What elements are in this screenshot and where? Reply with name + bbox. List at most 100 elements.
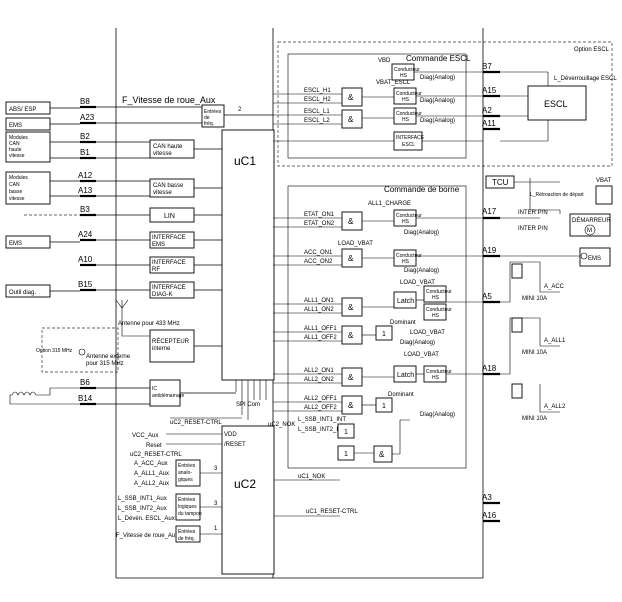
uc2-reset-ctrl-label: uC2_RESET-CTRL — [170, 420, 222, 426]
antenne-433-label: Antenne pour 433 MHz — [118, 321, 180, 327]
ems-right-box — [579, 247, 611, 267]
left-connectors: B8 A23 B2 B1 A12 A13 B3 A24 A10 B15 B6 B… — [9, 97, 96, 406]
uc2-three-a: 3 — [214, 466, 218, 472]
uc2-in-all1: A_ALL1_Aux — [134, 471, 169, 477]
right-connectors: B7 A15 A2 A11 A17 A19 A5 A18 A3 A16 — [482, 62, 500, 523]
escl-diag-2: Diag(Analog) — [420, 98, 455, 104]
all1-charge-label: ALL1_CHARGE — [368, 201, 411, 207]
inter-pn-1: INTER P/N — [518, 210, 548, 216]
pin-a19: A19 — [482, 246, 497, 255]
uc2-one: 1 — [214, 526, 218, 532]
a-all2-label: A_ALL2 — [544, 404, 566, 410]
all1-or-label: 1 — [382, 331, 386, 338]
relay-1 — [511, 263, 523, 279]
escl-l2: ESCL_L2 — [304, 118, 330, 124]
uc2-in-ssb2: L_SSB_INT2_Aux — [118, 506, 167, 512]
load-vbat-4: LOAD_VBAT — [404, 352, 439, 358]
all1-diag: Diag(Analog) — [400, 340, 435, 346]
motor-label: M — [587, 228, 592, 234]
escl-unlock-label: L_Déverrouillage ESCL — [554, 76, 617, 82]
motor-icon — [584, 224, 596, 236]
all2-dominant: Dominant — [388, 392, 414, 398]
load-vbat-1: LOAD_VBAT — [338, 241, 373, 247]
escl-h1: ESCL_H1 — [304, 88, 331, 94]
etat-diag: Diag(Analog) — [404, 230, 439, 236]
acc-and-label: & — [348, 254, 354, 263]
all1-dominant: Dominant — [390, 320, 416, 326]
conn-b14: B14 — [78, 394, 93, 403]
uc2-nok-label: uC2_NOK — [268, 422, 295, 428]
pin-a17: A17 — [482, 207, 497, 216]
uc2-title: uC2 — [234, 477, 256, 491]
ems-label-2: EMS — [9, 241, 22, 247]
mini-2: MINI 10A — [522, 350, 547, 356]
conn-a10: A10 — [78, 255, 93, 264]
module-frame — [115, 28, 484, 579]
uc2-in-acc: A_ACC_Aux — [134, 461, 168, 467]
all1-latch-label: Latch — [397, 298, 414, 305]
pin-a11: A11 — [482, 119, 496, 128]
conn-a24: A24 — [78, 230, 93, 239]
all1-drv — [423, 285, 447, 303]
can-hs-modules-box — [5, 131, 51, 163]
conn-b1: B1 — [80, 148, 90, 157]
acc-on2: ACC_ON2 — [304, 259, 333, 265]
coil-icon — [11, 391, 37, 396]
uc2-vdd: VDD — [224, 432, 237, 438]
ssb-and-label: & — [379, 450, 385, 459]
vbd-label: VBD — [378, 58, 391, 64]
uc1-freq-block — [201, 104, 225, 128]
all2-on2: ALL2_ON2 — [304, 377, 334, 383]
ssb-or-1-label: 1 — [344, 429, 348, 436]
all1-on1: ALL1_ON1 — [304, 298, 334, 304]
escl-h2: ESCL_H2 — [304, 97, 331, 103]
uc2-three-b: 3 — [214, 501, 218, 507]
a-all1-label: A_ALL1 — [544, 338, 566, 344]
mini-1: MINI 10A — [522, 296, 547, 302]
commande-escl-title: Commande ESCL — [406, 54, 471, 63]
escl-and-2-label: & — [348, 115, 354, 124]
escl-device — [527, 85, 587, 121]
f-vitesse-label: F_Vitesse de roue_Aux — [122, 95, 216, 105]
relay-2 — [511, 317, 523, 333]
option-315-label: Option 315 MHz — [36, 348, 73, 354]
borne-section: Commande de borne ALL1_CHARGE ETAT_ON1 E… — [273, 185, 483, 469]
retro-label: L_Rétroaction de départ — [530, 192, 584, 198]
escl-l1: ESCL_L1 — [304, 109, 330, 115]
ssb2-int: L_SSB_INT2_INT — [298, 427, 346, 433]
option-escl-frame — [277, 41, 613, 167]
uc2-section: uC2 VDD /RESET VCC_Aux Reset uC2_RESET-C… — [116, 425, 358, 575]
option-315-frame — [41, 327, 119, 373]
etat-and-label: & — [348, 217, 354, 226]
demarreur-label: DÉMARREUR — [572, 217, 611, 224]
ssb1-int: L_SSB_INT1_INT — [298, 417, 346, 423]
uc2-analog-block — [175, 459, 201, 487]
all2-diag: Diag(Analog) — [420, 412, 455, 418]
uc2-in-vcc: VCC_Aux — [132, 433, 158, 439]
all1-drv-2 — [423, 303, 447, 321]
uc1-two-label: 2 — [238, 107, 242, 113]
pin-a16: A16 — [482, 511, 497, 520]
pin-a5: A5 — [482, 292, 492, 301]
antenna-icon — [115, 299, 129, 318]
escl-device-label: ESCL — [544, 99, 568, 109]
conn-a13: A13 — [78, 186, 93, 195]
load-vbat-3: LOAD_VBAT — [410, 330, 445, 336]
acc-on1: ACC_ON1 — [304, 250, 333, 256]
